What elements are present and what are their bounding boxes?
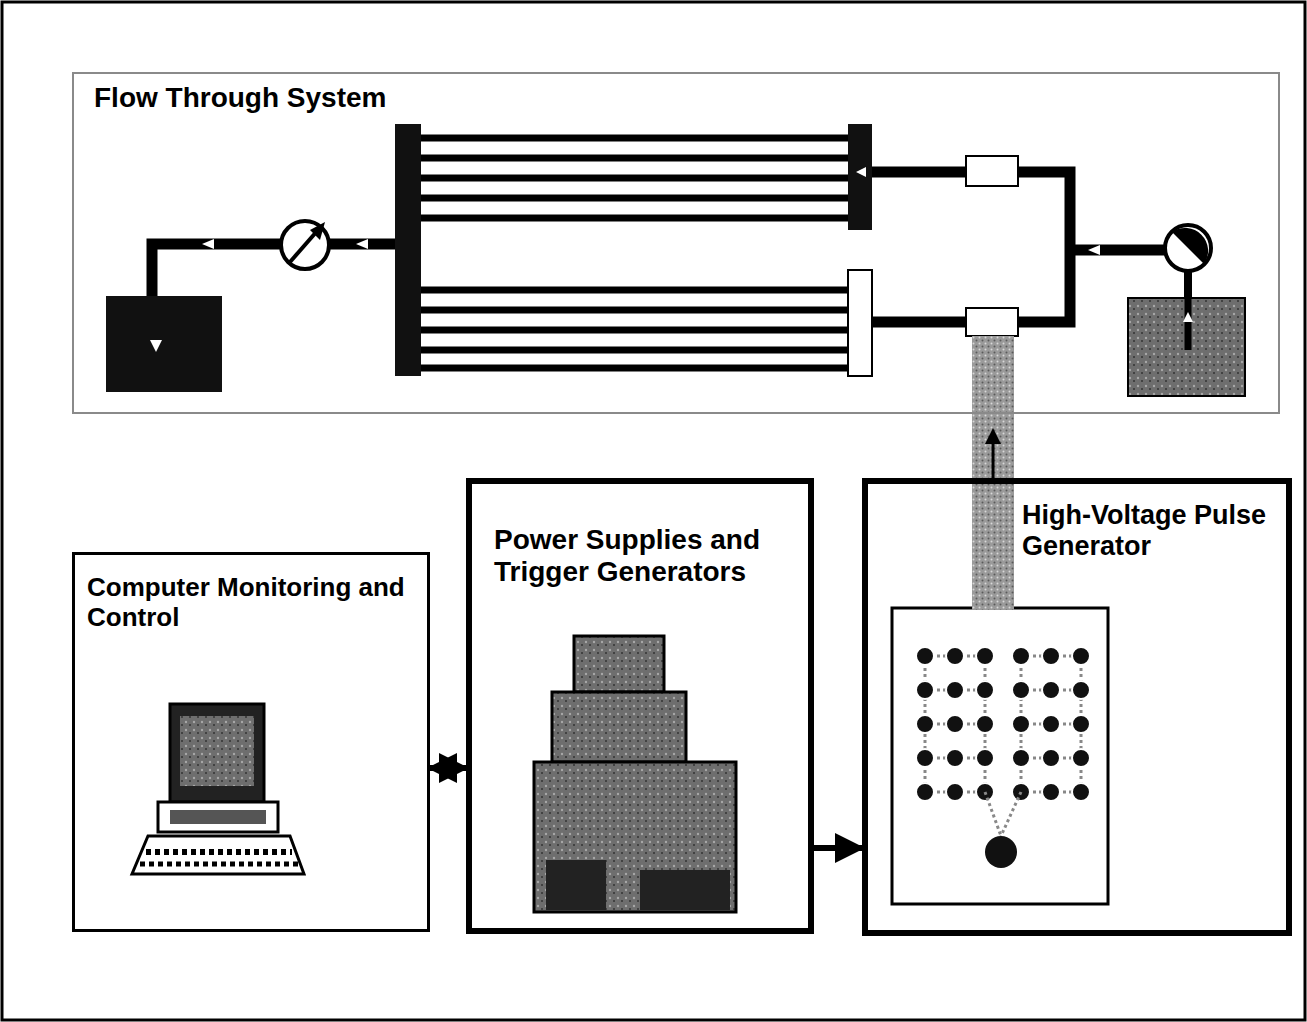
- capacitor-dot: [976, 681, 994, 699]
- box-label: Flow Through System: [94, 82, 794, 114]
- flow-system-drawing: [106, 124, 1245, 414]
- capacitor-dot: [1042, 647, 1060, 665]
- connector-arrow: [814, 848, 862, 849]
- capacitor-dot: [1072, 715, 1090, 733]
- pulse-wire: [985, 792, 1001, 836]
- pulse-generator-box: High-Voltage Pulse Generator: [862, 478, 1292, 936]
- power-supply-stack: [534, 636, 736, 912]
- capacitor-dot: [916, 681, 934, 699]
- power-box: Power Supplies and Trigger Generators: [466, 478, 814, 934]
- capacitor-dot: [946, 783, 964, 801]
- capacitor-dot: [976, 647, 994, 665]
- capacitor-dot: [946, 715, 964, 733]
- capacitor-dot: [916, 749, 934, 767]
- capacitor-dot: [1072, 749, 1090, 767]
- capacitor-dot: [916, 647, 934, 665]
- computer-icon: [132, 704, 304, 874]
- capacitor-dot: [916, 715, 934, 733]
- capacitor-dot: [1012, 715, 1030, 733]
- capacitor-dot: [1042, 715, 1060, 733]
- capacitor-dot: [1072, 647, 1090, 665]
- capacitor-dot: [976, 749, 994, 767]
- control-box: Computer Monitoring and Control: [72, 552, 430, 932]
- capacitor-dot: [946, 681, 964, 699]
- capacitor-dot: [1042, 783, 1060, 801]
- box-label: Power Supplies and Trigger Generators: [494, 524, 794, 588]
- connector-line: [430, 765, 466, 771]
- capacitor-dot: [1012, 749, 1030, 767]
- box-label: High-Voltage Pulse Generator: [1022, 500, 1284, 562]
- connector-arrow: [972, 414, 1014, 484]
- capacitor-dot: [1072, 681, 1090, 699]
- pulse-arrow-head: [985, 428, 1001, 444]
- pulse-wire: [1001, 792, 1021, 836]
- capacitor-dot: [1012, 681, 1030, 699]
- capacitor-dot: [946, 647, 964, 665]
- system-panel: Flow Through System: [72, 72, 1280, 414]
- connector-arrow: [430, 768, 466, 769]
- box-label: Computer Monitoring and Control: [87, 573, 417, 633]
- capacitor-dot: [1042, 749, 1060, 767]
- connector-line: [814, 845, 862, 851]
- capacitor-dot: [1042, 681, 1060, 699]
- capacitor-dot: [976, 715, 994, 733]
- capacitor-dot: [1072, 783, 1090, 801]
- capacitor-dot: [1012, 647, 1030, 665]
- capacitor-dot: [946, 749, 964, 767]
- capacitor-dot: [916, 783, 934, 801]
